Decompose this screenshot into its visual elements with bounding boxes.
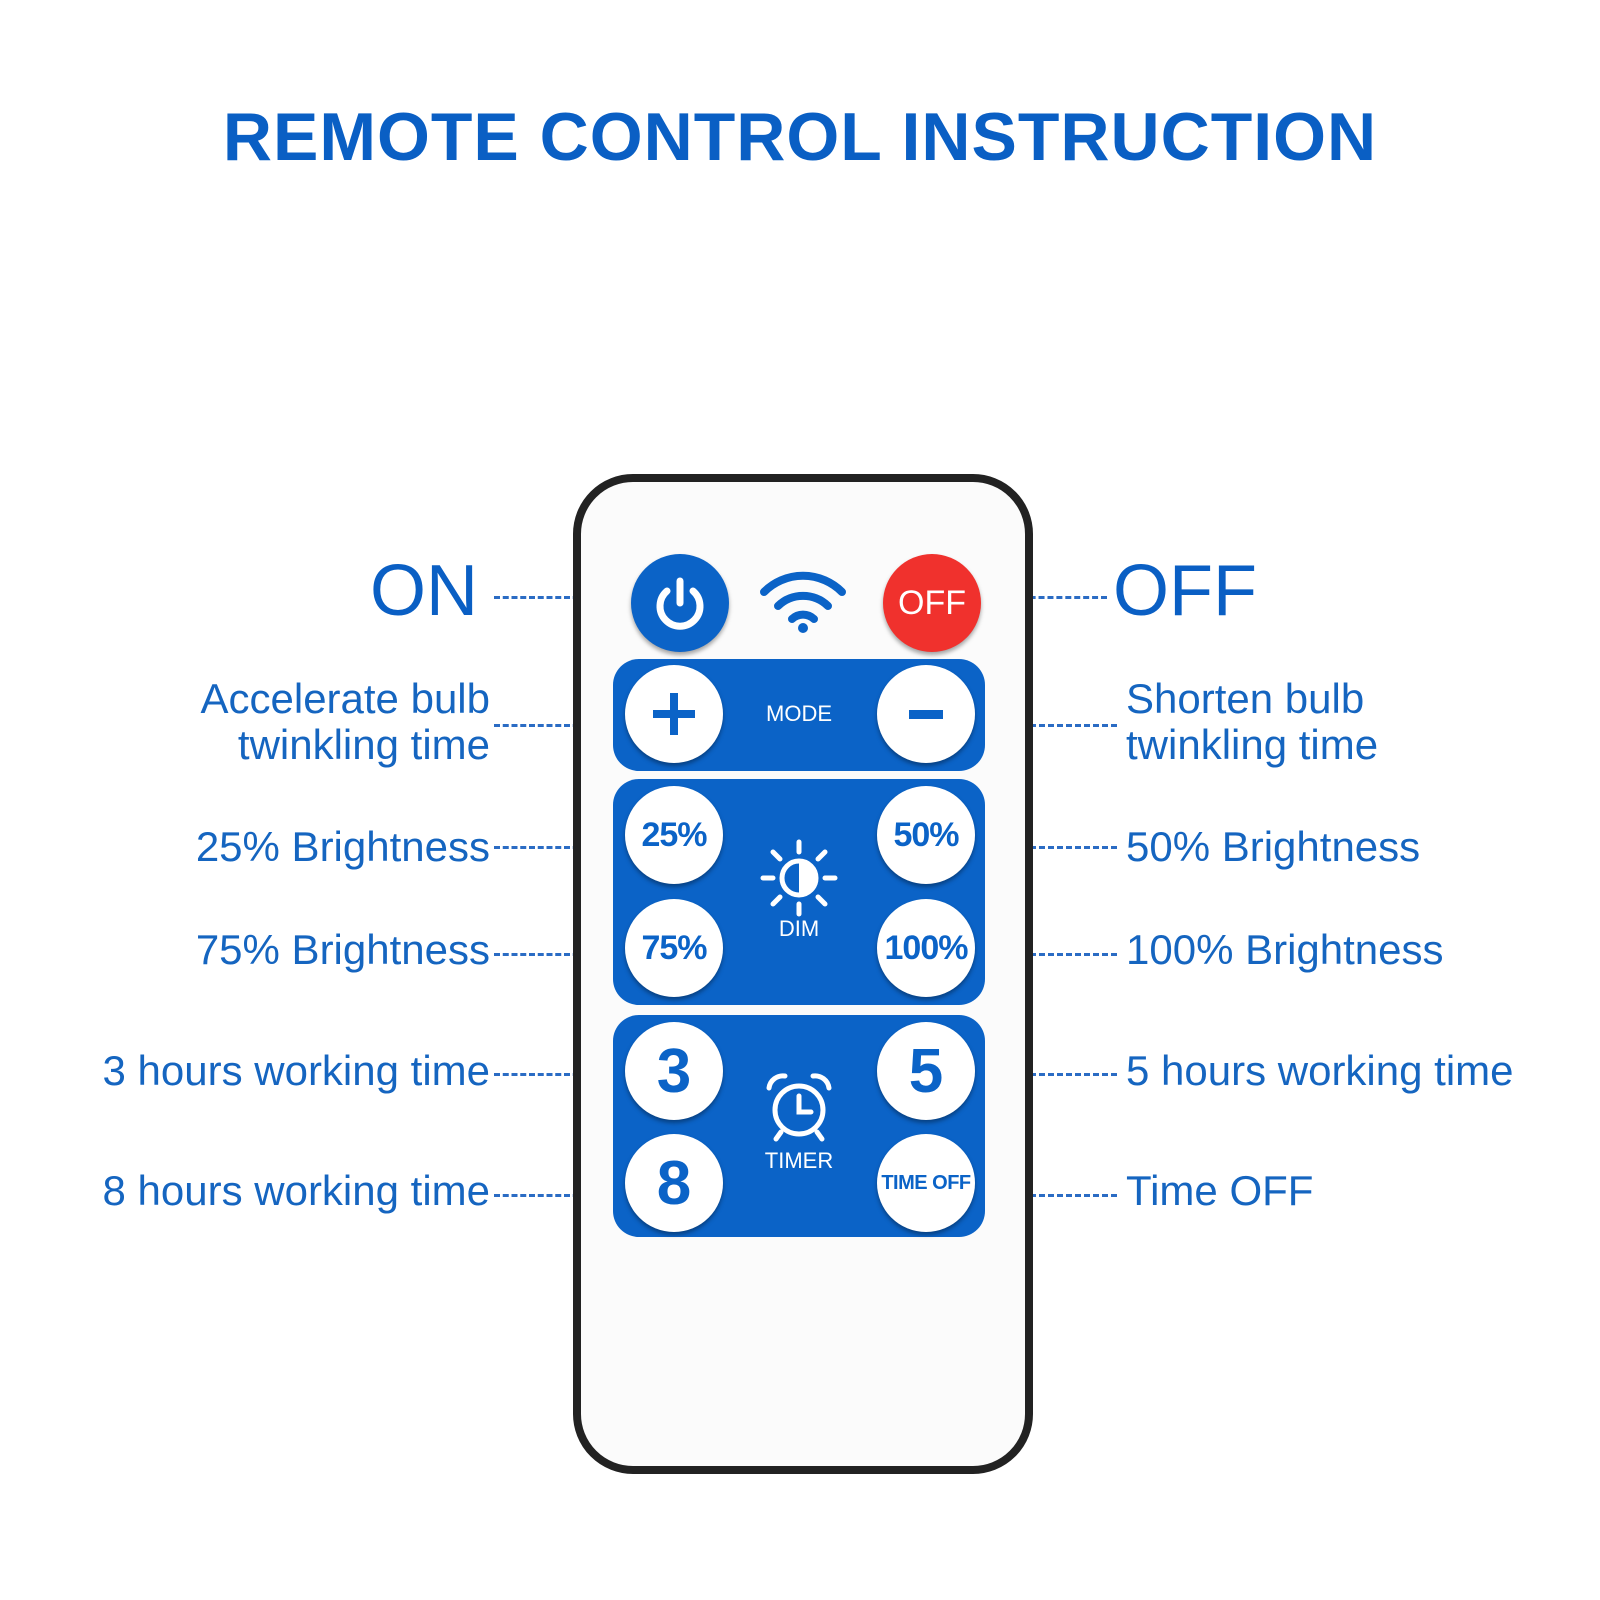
leader-line [985,1073,1117,1076]
mode-label: MODE [766,701,832,726]
power-icon [656,577,704,630]
label-shorten-line2: twinkling time [1126,721,1379,768]
leader-line [985,596,1107,599]
label-accelerate-line2: twinkling time [237,721,490,768]
leader-line [985,846,1117,849]
label-accelerate-line1: Accelerate bulb [200,675,490,722]
plus-icon [653,693,695,735]
label-off: OFF [1113,551,1257,631]
timer-8-button[interactable]: 8 [625,1134,723,1232]
brightness-75-button[interactable]: 75% [625,899,723,997]
mode-plus-button[interactable] [625,665,723,763]
leader-line [494,953,640,956]
label-3-hours: 3 hours working time [102,1047,491,1094]
timer-3-button[interactable]: 3 [625,1022,723,1120]
label-25-brightness: 25% Brightness [195,823,490,870]
leader-line [985,1194,1117,1197]
label-8-hours: 8 hours working time [102,1167,491,1214]
leader-line [494,1073,640,1076]
time-off-button[interactable]: TIME OFF [877,1134,975,1232]
label-5-hours: 5 hours working time [1126,1047,1514,1094]
label-time-off: Time OFF [1126,1167,1314,1214]
off-button[interactable]: OFF [883,554,981,652]
page-title: REMOTE CONTROL INSTRUCTION [222,99,1378,175]
label-75-brightness: 75% Brightness [195,926,490,973]
wifi-icon [760,571,846,633]
label-50-brightness: 50% Brightness [1126,823,1421,870]
label-shorten-line1: Shorten bulb [1126,675,1365,722]
minus-icon [909,710,943,719]
brightness-25-button[interactable]: 25% [625,786,723,884]
label-on: ON [370,551,478,631]
timer-label: TIMER [764,1148,834,1173]
brightness-100-button[interactable]: 100% [877,899,975,997]
remote-control: OFF MODE 25% 50% DIM 75% 100% 3 5 [573,474,1033,1474]
leader-line [985,724,1117,727]
leader-line [494,724,640,727]
power-button[interactable] [631,554,729,652]
leader-line [494,846,640,849]
leader-line [494,1194,640,1197]
timer-5-button[interactable]: 5 [877,1022,975,1120]
sun-icon [760,839,838,917]
mode-minus-button[interactable] [877,665,975,763]
alarm-clock-icon [766,1073,832,1142]
leader-line [985,953,1117,956]
dim-label: DIM [778,916,820,941]
brightness-50-button[interactable]: 50% [877,786,975,884]
leader-line [494,596,640,599]
label-100-brightness: 100% Brightness [1126,926,1444,973]
